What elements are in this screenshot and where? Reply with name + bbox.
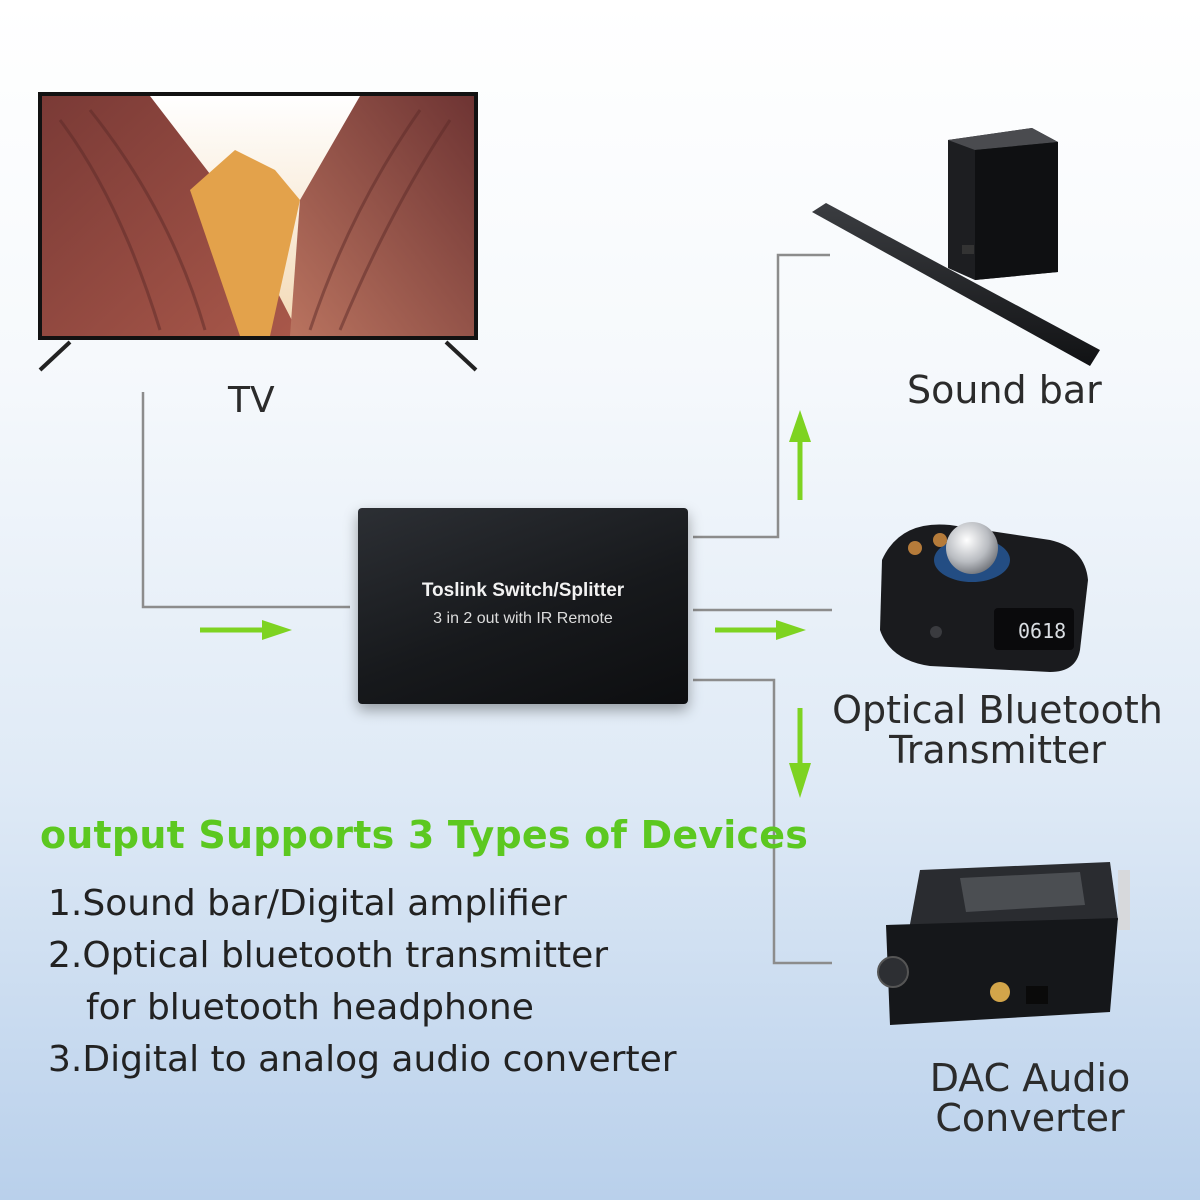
bt-transmitter-illustration: 0618 xyxy=(880,522,1088,672)
line-switch-to-dac xyxy=(693,678,832,965)
subwoofer-port xyxy=(962,245,974,254)
arrow-switch-to-bt xyxy=(715,620,806,640)
feature-item-3: 3.Digital to analog audio converter xyxy=(48,1039,677,1080)
dac-label-plate xyxy=(960,872,1085,912)
soundbar-illustration xyxy=(812,128,1100,366)
subwoofer-front xyxy=(975,142,1058,280)
tv-stand-right xyxy=(444,340,478,372)
dac-label: DAC Audio Converter xyxy=(905,1058,1155,1138)
dac-antenna xyxy=(1118,870,1130,930)
bt-display xyxy=(994,608,1074,650)
dac-label-line2: Converter xyxy=(935,1096,1125,1140)
toslink-switch-device: Toslink Switch/Splitter 3 in 2 out with … xyxy=(358,508,688,704)
feature-item-2: 2.Optical bluetooth transmitter xyxy=(48,935,609,976)
dac-front xyxy=(886,918,1118,1025)
bt-transmitter-label-line2: Transmitter xyxy=(889,728,1106,772)
subwoofer-top xyxy=(948,128,1058,150)
dac-optical-port xyxy=(1026,986,1048,1004)
arrow-down-dac xyxy=(789,708,811,798)
switch-subtitle: 3 in 2 out with IR Remote xyxy=(433,610,613,627)
soundbar-body xyxy=(812,203,1100,366)
bt-rca-left xyxy=(908,541,922,555)
dac-illustration xyxy=(877,862,1130,1025)
feature-item-2-cont: for bluetooth headphone xyxy=(86,987,534,1028)
flow-arrows xyxy=(200,410,811,798)
arrow-up-soundbar xyxy=(789,410,811,500)
line-tv-to-switch xyxy=(141,392,350,609)
tv-canyon-far xyxy=(190,150,300,336)
bt-transmitter-label-line1: Optical Bluetooth xyxy=(832,688,1163,732)
bt-transmitter-label: Optical Bluetooth Transmitter xyxy=(830,690,1165,770)
feature-list: 1.Sound bar/Digital amplifier 2.Optical … xyxy=(48,878,677,1086)
dac-knob xyxy=(877,956,909,988)
bt-volume-knob xyxy=(946,522,998,574)
bt-display-digits: 0618 xyxy=(1018,619,1066,643)
soundbar-label: Sound bar xyxy=(907,368,1102,412)
switch-title: Toslink Switch/Splitter xyxy=(421,580,625,601)
arrow-tv-to-switch xyxy=(200,620,292,640)
bt-jack xyxy=(930,626,942,638)
headline: output Supports 3 Types of Devices xyxy=(40,813,809,857)
bt-rca-right xyxy=(933,533,947,547)
tv-label: TV xyxy=(228,380,275,421)
feature-item-1: 1.Sound bar/Digital amplifier xyxy=(48,883,567,924)
tv-canyon-lines xyxy=(58,109,452,331)
dac-rca-jack xyxy=(990,982,1010,1002)
connection-lines xyxy=(141,253,832,965)
tv-illustration xyxy=(38,92,478,372)
dac-label-line1: DAC Audio xyxy=(929,1056,1131,1100)
line-switch-to-soundbar xyxy=(693,253,830,539)
tv-stand-left xyxy=(38,340,72,372)
